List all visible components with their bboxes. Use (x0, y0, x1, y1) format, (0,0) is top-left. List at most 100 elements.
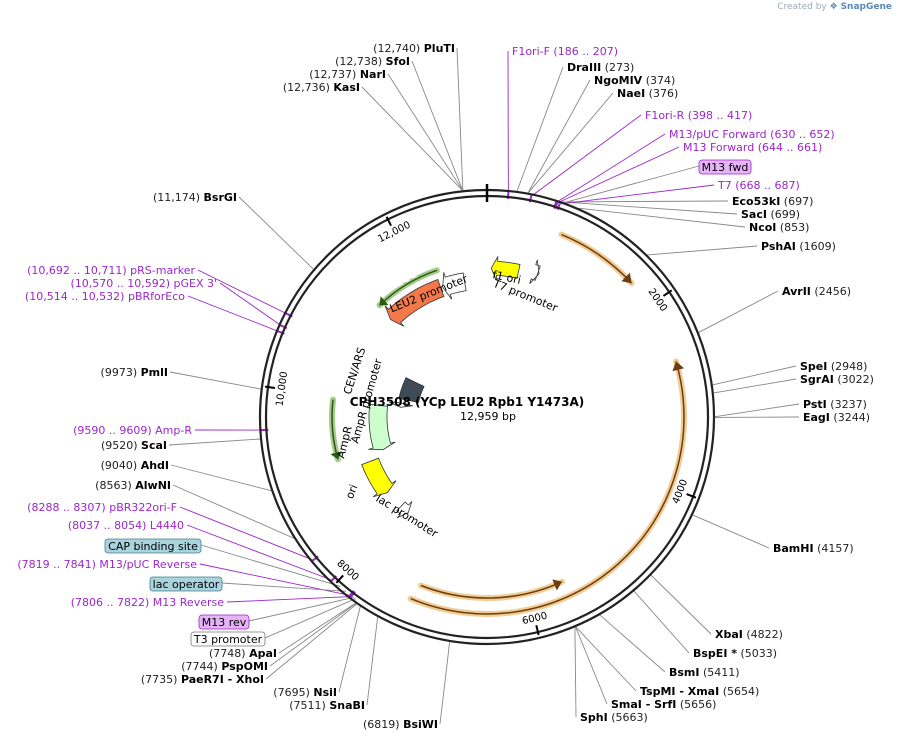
site-label-ahdi[interactable]: (9040) AhdI (101, 459, 169, 472)
site-label-nari[interactable]: (12,737) NarI (309, 68, 386, 81)
site-label-eco53ki[interactable]: Eco53kI (697) (732, 195, 813, 208)
site-name: PaeR7I (181, 673, 224, 686)
box-lac-operator[interactable] (149, 576, 223, 592)
site-name: SfoI (386, 55, 410, 68)
site-label-pspomi[interactable]: (7744) PspOMI (181, 660, 268, 673)
box-leader-m13-rev (248, 596, 355, 622)
primer-pos: (10,692 .. 10,711) (27, 264, 130, 277)
primer-label-m13-reverse[interactable]: (7806 .. 7822) M13 Reverse (71, 596, 224, 609)
primer-label-t7[interactable]: T7 (668 .. 687) (717, 179, 800, 192)
site-label-paer7i[interactable]: (7735) PaeR7I - XhoI (141, 673, 264, 686)
site-label-pshai[interactable]: PshAI (1609) (761, 240, 836, 253)
box-t3-promoter[interactable] (190, 631, 266, 647)
primer-label-l4440[interactable]: (8037 .. 8054) L4440 (68, 519, 184, 532)
site-label-bspei[interactable]: BspEI * (5033) (693, 647, 777, 660)
site-label-nsii[interactable]: (7695) NsiI (273, 686, 337, 699)
feature-label-t7-promoter: T7 promoter (490, 277, 560, 315)
site-label-avrii[interactable]: AvrII (2456) (782, 285, 851, 298)
site-name: EagI (803, 411, 830, 424)
site-name: NaeI (617, 87, 645, 100)
site-label-ncoi[interactable]: NcoI (853) (749, 221, 809, 234)
site-name: BsiWI (403, 718, 438, 731)
primer-leader-m13-reverse (226, 596, 352, 603)
site-pos: (1609) (796, 240, 836, 253)
site-leader-bsiwi (439, 641, 451, 725)
primer-label-m13-puc-reverse[interactable]: (7819 .. 7841) M13/pUC Reverse (17, 558, 197, 571)
site-label-saci[interactable]: SacI (699) (741, 208, 800, 221)
site-label-bsrgi[interactable]: (11,174) BsrGI (153, 191, 237, 204)
site-label-spei[interactable]: SpeI (2948) (800, 360, 867, 373)
site-extra: * (727, 647, 737, 660)
primer-leader-pbrforeco (187, 295, 280, 332)
primer-label-f1ori-r[interactable]: F1ori-R (398 .. 417) (645, 109, 752, 122)
site-label-pluti[interactable]: (12,740) PluTI (373, 42, 455, 55)
primer-name: M13 Forward (683, 141, 754, 154)
site-pos: (9973) (101, 366, 141, 379)
primer-name: F1ori-F (512, 45, 550, 58)
primer-label-f1ori-f[interactable]: F1ori-F (186 .. 207) (512, 45, 618, 58)
site-label-sfoi[interactable]: (12,738) SfoI (335, 55, 410, 68)
site-leader-apai (278, 602, 356, 654)
site-leader-scai (168, 438, 261, 446)
box-m13-rev[interactable] (198, 614, 250, 630)
site-label-pmli[interactable]: (9973) PmlI (101, 366, 168, 379)
primer-pos: (186 .. 207) (550, 45, 618, 58)
site-name: NsiI (313, 686, 337, 699)
site-leader-sphi (574, 627, 577, 718)
site-label-naei[interactable]: NaeI (376) (617, 87, 678, 100)
feature-t7-promoter (529, 259, 541, 284)
site-label-smai[interactable]: SmaI - SrfI (5656) (611, 698, 716, 711)
primer-label-prs-marker[interactable]: (10,692 .. 10,711) pRS-marker (27, 264, 195, 277)
box-m13-fwd[interactable] (698, 159, 752, 175)
site-label-draiii[interactable]: DraIII (273) (567, 61, 634, 74)
site-leader-draiii (516, 66, 564, 192)
site-name: NarI (360, 68, 386, 81)
primer-leader-pgex-3 (219, 282, 282, 327)
box-cap-binding-site[interactable] (104, 538, 202, 554)
site-name: PshAI (761, 240, 796, 253)
primer-label-pbrforeco[interactable]: (10,514 .. 10,532) pBRforEco (25, 290, 185, 303)
tick-mark-10-000 (264, 385, 276, 389)
site-label-eagi[interactable]: EagI (3244) (803, 411, 870, 424)
tick-mark-2000 (662, 289, 673, 297)
site-label-ngomiv[interactable]: NgoMIV (374) (594, 74, 675, 87)
site-pos: (12,737) (309, 68, 360, 81)
site-label-scai[interactable]: (9520) ScaI (101, 439, 167, 452)
primer-pos: (8037 .. 8054) (68, 519, 150, 532)
plasmid-size: 12,959 bp (460, 410, 516, 423)
primer-label-m13-puc-forward[interactable]: M13/pUC Forward (630 .. 652) (669, 128, 835, 141)
site-label-apai[interactable]: (7748) ApaI (209, 647, 277, 660)
site-label-tspmi[interactable]: TspMI - XmaI (5654) (640, 685, 759, 698)
site-name: AlwNI (135, 479, 171, 492)
site-pos: (2948) (827, 360, 867, 373)
site-name: NgoMIV (594, 74, 643, 87)
site-label-bsmi[interactable]: BsmI (5411) (669, 666, 740, 679)
primer-pos: (398 .. 417) (684, 109, 752, 122)
site-label-snabi[interactable]: (7511) SnaBI (289, 699, 365, 712)
site-pos: (12,738) (335, 55, 386, 68)
site-name: BsrGI (204, 191, 237, 204)
site-label-kasi[interactable]: (12,736) KasI (283, 81, 360, 94)
primer-label-pbr322ori-f[interactable]: (8288 .. 8307) pBR322ori-F (27, 501, 177, 514)
site-label-alwni[interactable]: (8563) AlwNI (95, 479, 171, 492)
site-pos: (12,740) (373, 42, 424, 55)
site-label-bamhi[interactable]: BamHI (4157) (773, 542, 854, 555)
tick-mark-12-000 (385, 216, 392, 227)
site-label-xbai[interactable]: XbaI (4822) (715, 628, 783, 641)
site-label-bsiwi[interactable]: (6819) BsiWI (363, 718, 438, 731)
site-leader-snabi (366, 617, 379, 706)
site-name: SacI (741, 208, 767, 221)
site-pos: (7748) (209, 647, 249, 660)
primer-label-amp-r[interactable]: (9590 .. 9609) Amp-R (73, 424, 192, 437)
primer-leader-prs-marker (197, 269, 288, 315)
primer-label-m13-forward[interactable]: M13 Forward (644 .. 661) (683, 141, 822, 154)
site-pos: (5654) (719, 685, 759, 698)
site-label-sphi[interactable]: SphI (5663) (580, 711, 648, 724)
primer-label-pgex-3[interactable]: (10,570 .. 10,592) pGEX 3' (70, 277, 217, 290)
site-label-sgrai[interactable]: SgrAI (3022) (800, 373, 874, 386)
feature-ori (361, 457, 397, 498)
primer-pos: (630 .. 652) (767, 128, 835, 141)
site-label-psti[interactable]: PstI (3237) (803, 398, 867, 411)
primer-name: M13 Reverse (153, 596, 224, 609)
